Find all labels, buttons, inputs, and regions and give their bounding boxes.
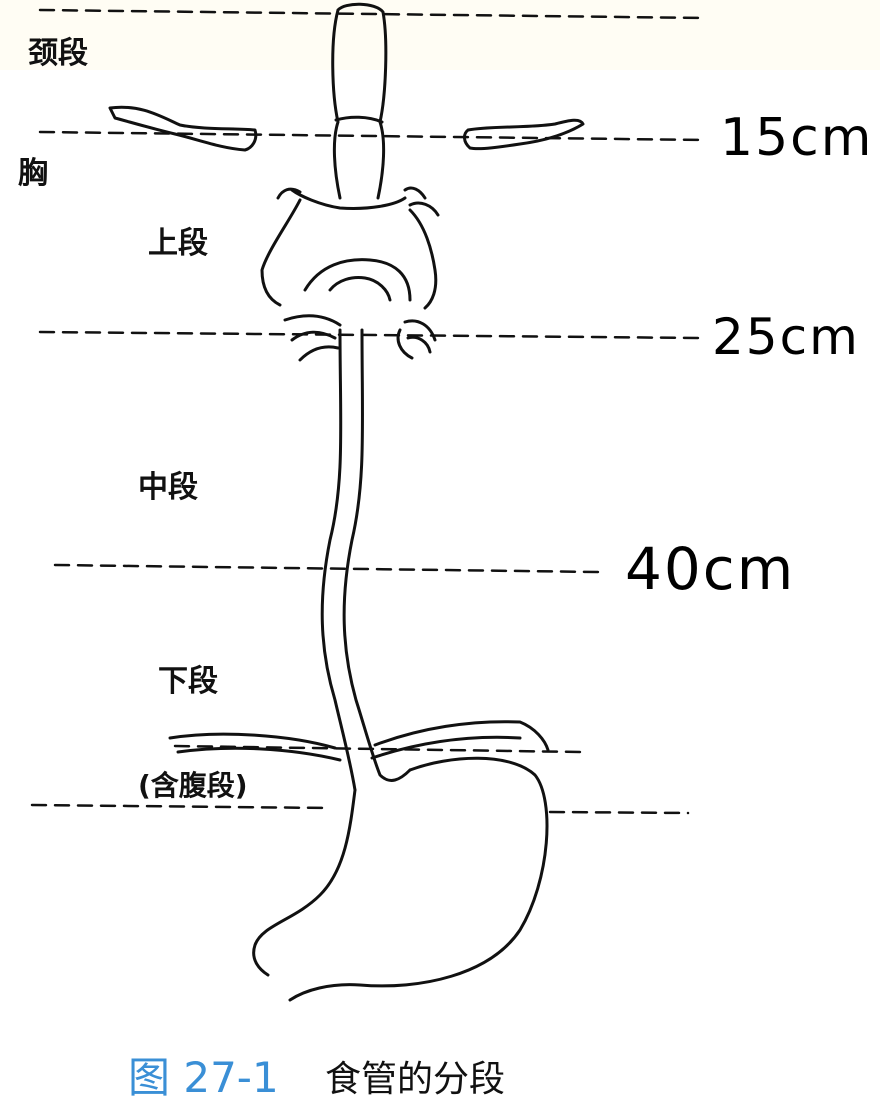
boundary-line-bottom-left [30, 803, 332, 810]
bronchi-right [396, 319, 437, 360]
measure-40cm: 40cm [625, 535, 796, 603]
measure-25cm: 25cm [712, 308, 860, 366]
pharynx-tube [331, 2, 388, 200]
branch-strokes [276, 186, 440, 217]
label-neck: 颈段 [28, 36, 88, 71]
label-lower: 下段 [158, 664, 218, 699]
diaphragm [168, 720, 550, 752]
measure-15cm: 15cm [720, 108, 874, 168]
figure-number: 图 27-1 [128, 1053, 279, 1102]
label-upper: 上段 [148, 226, 208, 261]
figure-title: 食管的分段 [325, 1059, 506, 1100]
boundary-line-15cm [38, 130, 707, 142]
label-abdominal: (含腹段) [138, 769, 248, 802]
boundary-line-bottom-right [548, 810, 690, 815]
bronchi-left [283, 314, 342, 362]
boundary-line-25cm [38, 330, 702, 340]
left-clavicle [108, 105, 258, 152]
stomach [252, 756, 549, 1002]
boundary-line-top [38, 8, 707, 20]
label-thorax: 胸 [18, 156, 48, 191]
right-clavicle [463, 118, 585, 151]
diaphragm-lower [176, 735, 522, 762]
figure-caption: 图 27-1 食管的分段 [0, 1040, 880, 1110]
aortic-arch-inner [303, 258, 412, 302]
esophagus-tube [320, 328, 412, 792]
label-middle: 中段 [138, 470, 198, 505]
aortic-arch-outer [260, 188, 438, 310]
